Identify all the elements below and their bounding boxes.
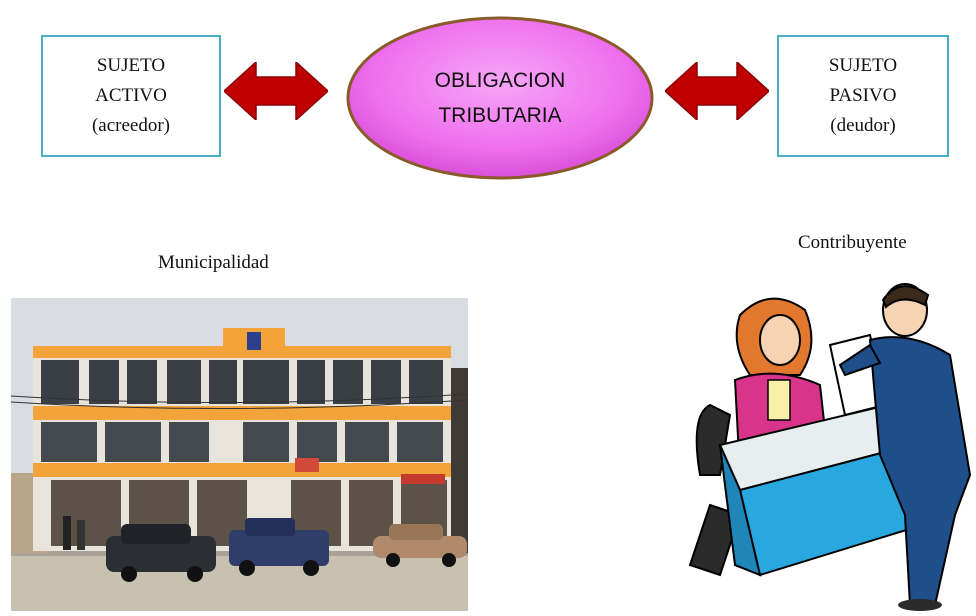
sujeto-activo-line-1: SUJETO	[96, 55, 166, 76]
caption-municipalidad: Municipalidad	[158, 252, 269, 273]
sujeto-pasivo-box: SUJETO PASIVO (deudor)	[777, 35, 949, 157]
sujeto-pasivo-line-1: SUJETO	[828, 55, 898, 76]
sujeto-activo-box: SUJETO ACTIVO (acreedor)	[41, 35, 221, 157]
clerk-and-taxpayer-illustration	[680, 275, 976, 611]
obligacion-tributaria-ellipse: OBLIGACION TRIBUTARIA	[342, 12, 658, 184]
sujeto-activo-line-2: ACTIVO	[95, 85, 167, 106]
double-arrow-right-icon	[665, 62, 769, 120]
double-arrow-left-icon	[224, 62, 328, 120]
obligacion-line-1: OBLIGACION	[434, 69, 566, 92]
sujeto-activo-line-3: (acreedor)	[91, 115, 171, 136]
sujeto-pasivo-line-3: (deudor)	[830, 115, 896, 136]
municipal-building-photo	[11, 298, 468, 611]
sujeto-pasivo-line-2: PASIVO	[829, 85, 897, 106]
obligacion-line-2: TRIBUTARIA	[438, 104, 562, 127]
ellipse-shape	[346, 16, 654, 180]
caption-contribuyente: Contribuyente	[798, 232, 907, 253]
